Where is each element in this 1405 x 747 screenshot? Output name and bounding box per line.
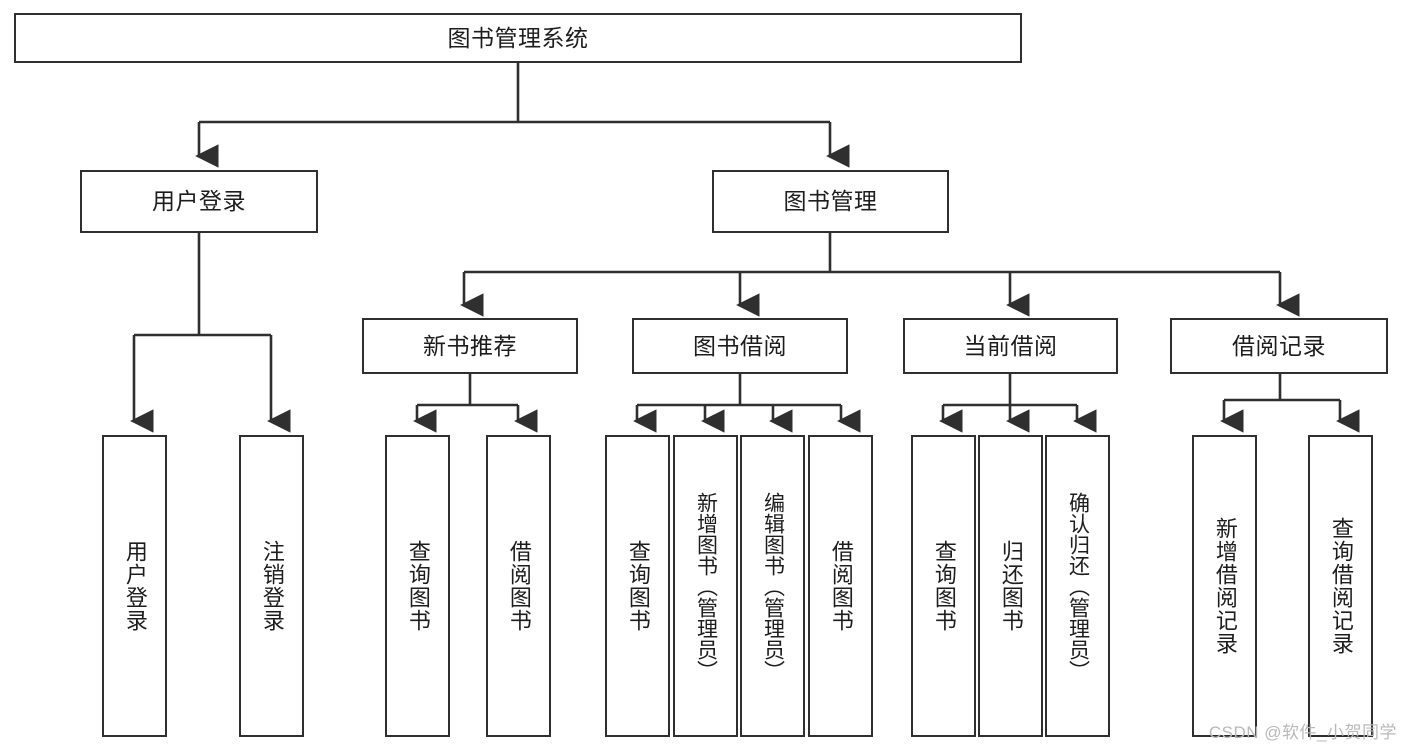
leaf-borrow-edit-book-admin[interactable]: 编辑图书（管理员） — [740, 435, 805, 737]
node-label: 查询图书 — [931, 540, 957, 632]
node-root-system[interactable]: 图书管理系统 — [14, 13, 1022, 63]
node-user-login[interactable]: 用户登录 — [80, 170, 318, 233]
node-book-management[interactable]: 图书管理 — [712, 170, 949, 233]
node-label: 图书借阅 — [693, 332, 787, 359]
node-new-book-recommend[interactable]: 新书推荐 — [362, 318, 578, 374]
node-label: 编辑图书（管理员） — [761, 491, 785, 681]
node-label: 查询借阅记录 — [1328, 517, 1354, 655]
node-label: 归还图书 — [998, 540, 1024, 632]
node-current-borrow[interactable]: 当前借阅 — [903, 318, 1118, 374]
node-label: 新增图书（管理员） — [694, 491, 718, 681]
leaf-current-confirm-return-admin[interactable]: 确认归还（管理员） — [1045, 435, 1110, 737]
node-label: 借阅记录 — [1232, 332, 1326, 359]
leaf-borrow-query-book[interactable]: 查询图书 — [605, 435, 670, 737]
node-label: 新书推荐 — [423, 332, 517, 359]
node-label: 用户登录 — [122, 540, 148, 632]
node-label: 用户登录 — [152, 188, 246, 215]
node-label: 新增借阅记录 — [1212, 517, 1238, 655]
node-label: 图书管理 — [783, 188, 878, 215]
leaf-borrow-borrow-book[interactable]: 借阅图书 — [808, 435, 873, 737]
leaf-newbook-query-book[interactable]: 查询图书 — [385, 435, 450, 737]
node-label: 注销登录 — [259, 540, 285, 632]
node-borrow-record[interactable]: 借阅记录 — [1170, 318, 1388, 374]
leaf-record-query-record[interactable]: 查询借阅记录 — [1308, 435, 1373, 737]
node-label: 确认归还（管理员） — [1066, 491, 1090, 681]
leaf-borrow-add-book-admin[interactable]: 新增图书（管理员） — [673, 435, 738, 737]
csdn-watermark: CSDN @软件_小贺同学 — [1208, 723, 1397, 742]
leaf-newbook-borrow-book[interactable]: 借阅图书 — [486, 435, 551, 737]
node-label: 查询图书 — [625, 540, 651, 632]
node-label: 借阅图书 — [506, 540, 532, 632]
leaf-current-return-book[interactable]: 归还图书 — [978, 435, 1043, 737]
node-label: 图书管理系统 — [447, 24, 589, 51]
leaf-record-add-record[interactable]: 新增借阅记录 — [1192, 435, 1257, 737]
node-label: 当前借阅 — [963, 332, 1058, 359]
node-label: 查询图书 — [405, 540, 431, 632]
leaf-user-login[interactable]: 用户登录 — [102, 435, 167, 737]
node-label: 借阅图书 — [828, 540, 854, 632]
leaf-logout[interactable]: 注销登录 — [239, 435, 304, 737]
node-book-borrow[interactable]: 图书借阅 — [632, 318, 848, 374]
leaf-current-query-book[interactable]: 查询图书 — [911, 435, 976, 737]
